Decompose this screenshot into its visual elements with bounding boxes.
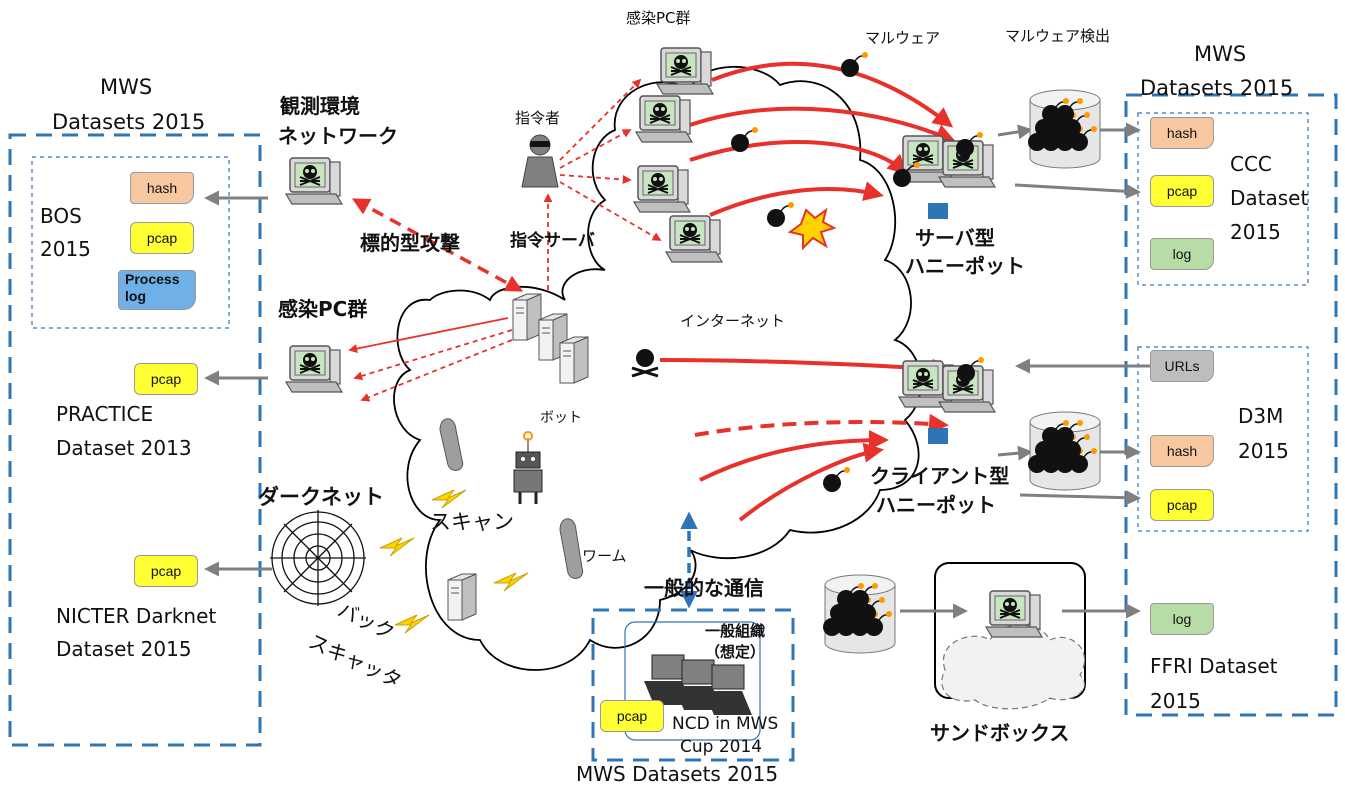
d3m-name-1: D3M (1238, 404, 1284, 428)
sandbox-label: サンドボックス (930, 721, 1070, 745)
left-panel-title-2: Datasets 2015 (52, 110, 206, 134)
bottom-panel-title: MWS Datasets 2015 (576, 762, 779, 786)
scan-label: スキャン (430, 510, 514, 534)
bos-box (31, 156, 230, 329)
bos-pcap-tag: pcap (130, 222, 194, 254)
bot-label: ボット (540, 410, 582, 426)
ffri-name-2: 2015 (1150, 689, 1201, 713)
ccc-hash-tag: hash (1150, 117, 1214, 149)
bos-name-2: 2015 (40, 237, 91, 261)
observation-pc-icon (285, 157, 343, 205)
bos-hash-tag: hash (130, 172, 194, 204)
nicter-name-1: NICTER Darknet (56, 604, 217, 628)
ncd-name-2: Cup 2014 (680, 737, 763, 757)
command-server-icon (512, 293, 542, 341)
ccc-name-2: Dataset (1230, 186, 1309, 210)
ffri-name-1: FFRI Dataset (1150, 654, 1278, 678)
left-panel-title-1: MWS (100, 75, 153, 99)
server-honeypot-label-2: ハニーポット (905, 254, 1025, 278)
commander-label: 指令者 (515, 109, 561, 127)
right-panel-title-2: Datasets 2015 (1140, 76, 1294, 100)
infected-pc-3-icon (633, 165, 691, 213)
database-cylinder-icon (1028, 89, 1101, 169)
infected-pc-2-icon (635, 95, 693, 143)
process-log-line2: log (125, 288, 146, 304)
targeted-attack-label: 標的型攻撃 (360, 231, 460, 255)
client-honeypot-label-1: クライアント型 (870, 464, 1010, 488)
infected-pcs-left-label: 感染PC群 (278, 297, 368, 321)
ncd-name-1: NCD in MWS (672, 714, 779, 734)
infected-pc-1-icon (656, 47, 714, 95)
malware-detection-label: マルウェア検出 (1005, 27, 1111, 45)
practice-name-1: PRACTICE (56, 402, 154, 426)
infected-pc-4-icon (665, 215, 723, 263)
d3m-urls-tag: URLs (1150, 350, 1214, 382)
worm-label: ワーム (582, 547, 627, 565)
normal-comm-label: 一般的な通信 (644, 576, 764, 600)
observation-label-1: 観測環境 (280, 94, 360, 118)
bos-name-1: BOS (40, 204, 82, 228)
infected-pcs-top-label: 感染PC群 (626, 9, 691, 27)
bot-server-icon (447, 573, 477, 621)
d3m-box (1137, 346, 1309, 532)
nicter-name-2: Dataset 2015 (56, 637, 192, 661)
bottom-panel-border (591, 608, 795, 762)
internet-label: インターネット (680, 312, 786, 330)
attacker-icon (521, 134, 559, 188)
ccc-pcap-tag: pcap (1150, 175, 1214, 207)
ccc-name-3: 2015 (1230, 220, 1281, 244)
sandbox-pc-icon (985, 590, 1043, 638)
ncd-pcap-tag: pcap (600, 700, 664, 732)
practice-pcap-tag: pcap (134, 363, 198, 395)
robot-bot-icon (513, 431, 543, 504)
worm-icon (439, 418, 464, 471)
ffri-log-tag: log (1150, 603, 1214, 635)
client-honeypot-label-2: ハニーポット (876, 493, 996, 517)
bomb-icon (840, 51, 869, 78)
ccc-box (1137, 112, 1309, 286)
right-panel-title-1: MWS (1194, 42, 1247, 66)
nicter-pcap-tag: pcap (134, 555, 198, 587)
left-infected-pc-icon (285, 345, 343, 393)
laptop-icon (644, 654, 752, 715)
d3m-name-2: 2015 (1238, 439, 1289, 463)
d3m-pcap-tag: pcap (1150, 489, 1214, 521)
command-server-label: 指令サーバ (510, 231, 595, 251)
org-label-1: 一般組織 (705, 622, 766, 640)
process-log-line1: Process (125, 271, 180, 287)
left-panel-border (8, 133, 262, 747)
d3m-hash-tag: hash (1150, 435, 1214, 467)
spider-web-icon (270, 510, 366, 606)
right-panel-border (1124, 93, 1338, 717)
practice-name-2: Dataset 2013 (56, 436, 192, 460)
bos-process-log-tag: Process log (118, 270, 196, 310)
observation-label-2: ネットワーク (278, 124, 398, 148)
ccc-log-tag: log (1150, 238, 1214, 270)
darknet-label: ダークネット (258, 485, 384, 509)
org-label-2: （想定） (705, 643, 766, 661)
server-honeypot-label-1: サーバ型 (915, 226, 995, 250)
skull-icon (631, 349, 659, 378)
explosion-icon (787, 207, 837, 251)
ccc-name-1: CCC (1230, 152, 1272, 176)
malware-label: マルウェア (865, 29, 941, 47)
